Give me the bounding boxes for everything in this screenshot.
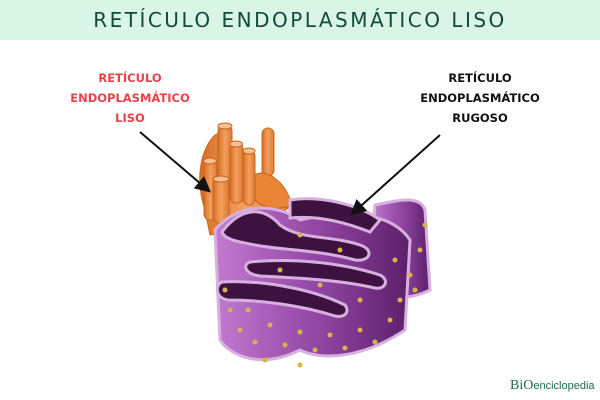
ribosome-dots <box>222 222 428 368</box>
title-banner: RETÍCULO ENDOPLASMÁTICO LISO <box>0 0 600 40</box>
smooth-er-label: RETÍCULO ENDOPLASMÁTICO LISO <box>60 68 200 128</box>
smooth-er-label-line: ENDOPLASMÁTICO <box>70 91 190 105</box>
rough-er-shape <box>213 197 432 368</box>
smooth-er-label-line: RETÍCULO <box>98 71 162 85</box>
logo-prefix: BiO <box>510 378 534 393</box>
rough-er-label: RETÍCULO ENDOPLASMÁTICO RUGOSO <box>405 68 555 128</box>
bioenciclopedia-logo: BiOenciclopedia <box>510 377 595 394</box>
rough-er-arrow <box>350 134 441 216</box>
page-title: RETÍCULO ENDOPLASMÁTICO LISO <box>93 8 507 32</box>
rough-er-label-line: RETÍCULO <box>448 71 512 85</box>
smooth-er-label-line: LISO <box>115 111 145 125</box>
smooth-er-shape <box>199 122 293 236</box>
rough-er-label-line: ENDOPLASMÁTICO <box>420 91 540 105</box>
smooth-er-arrow <box>139 131 212 193</box>
logo-suffix: enciclopedia <box>533 380 595 392</box>
rough-er-label-line: RUGOSO <box>452 111 508 125</box>
